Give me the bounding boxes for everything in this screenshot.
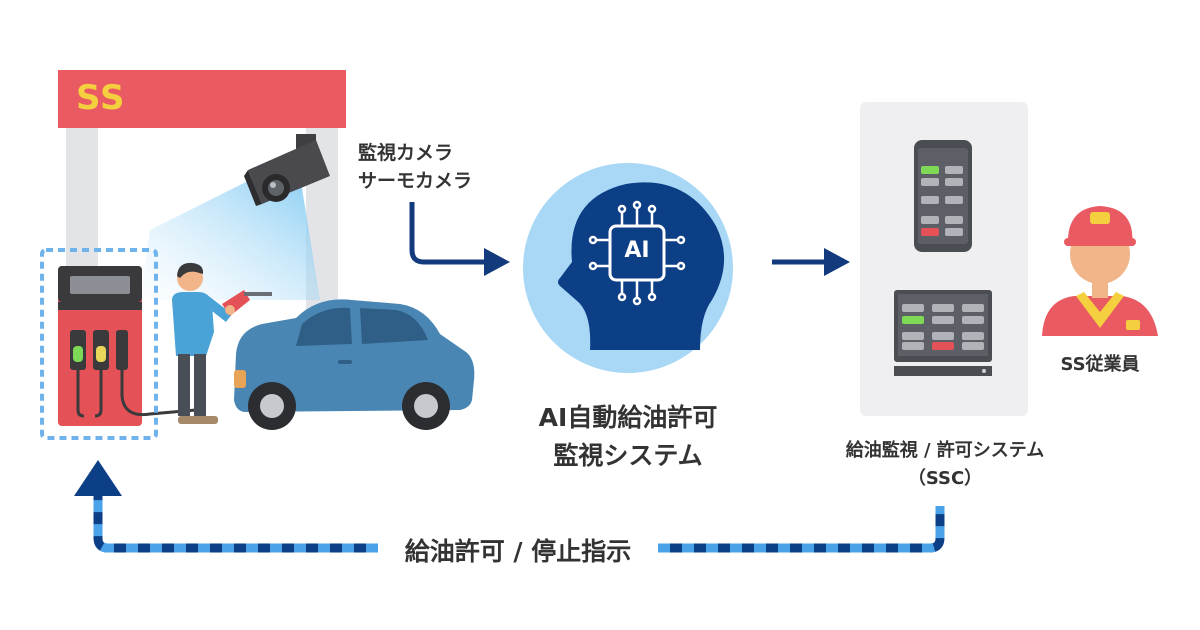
staff-person-icon: [1042, 206, 1158, 336]
station-sign: [58, 70, 346, 128]
camera-view-beam: [140, 176, 320, 300]
ssc-label-line1: 給油監視 / 許可システム: [845, 440, 1045, 461]
ai-chip-icon: [588, 200, 686, 306]
pump-highlight-box: [40, 248, 158, 440]
monitor-terminal-icon: [894, 290, 992, 376]
ai-chip-label: AI: [624, 238, 650, 263]
station-sign-text: SS: [76, 78, 126, 118]
arrow-camera-to-ai: [409, 202, 486, 265]
ai-system-title-line2: 監視システム: [553, 441, 703, 470]
staff-label: SS従業員: [1060, 354, 1140, 375]
camera-label-line2: サーモカメラ: [358, 170, 473, 192]
feedback-loop-path: [93, 496, 945, 553]
feedback-label: 給油許可 / 停止指示: [404, 537, 632, 566]
ai-head-icon: [523, 163, 733, 373]
fuel-pump-icon: [58, 266, 197, 426]
fuel-nozzle-icon: [222, 290, 272, 316]
smartphone-icon: [914, 140, 972, 252]
ai-system-title-line1: AI自動給油許可: [538, 403, 718, 432]
arrowhead-ai-to-ssc: [824, 248, 850, 276]
arrowhead-feedback-to-pump: [74, 460, 122, 496]
arrowhead-camera-to-ai: [484, 248, 510, 276]
security-camera-icon: [244, 134, 330, 206]
car-icon: [234, 299, 475, 430]
camera-label-line1: 監視カメラ: [358, 142, 454, 164]
ssc-label-line2: （SSC）: [907, 468, 983, 489]
attendant-person-icon: [172, 262, 232, 424]
